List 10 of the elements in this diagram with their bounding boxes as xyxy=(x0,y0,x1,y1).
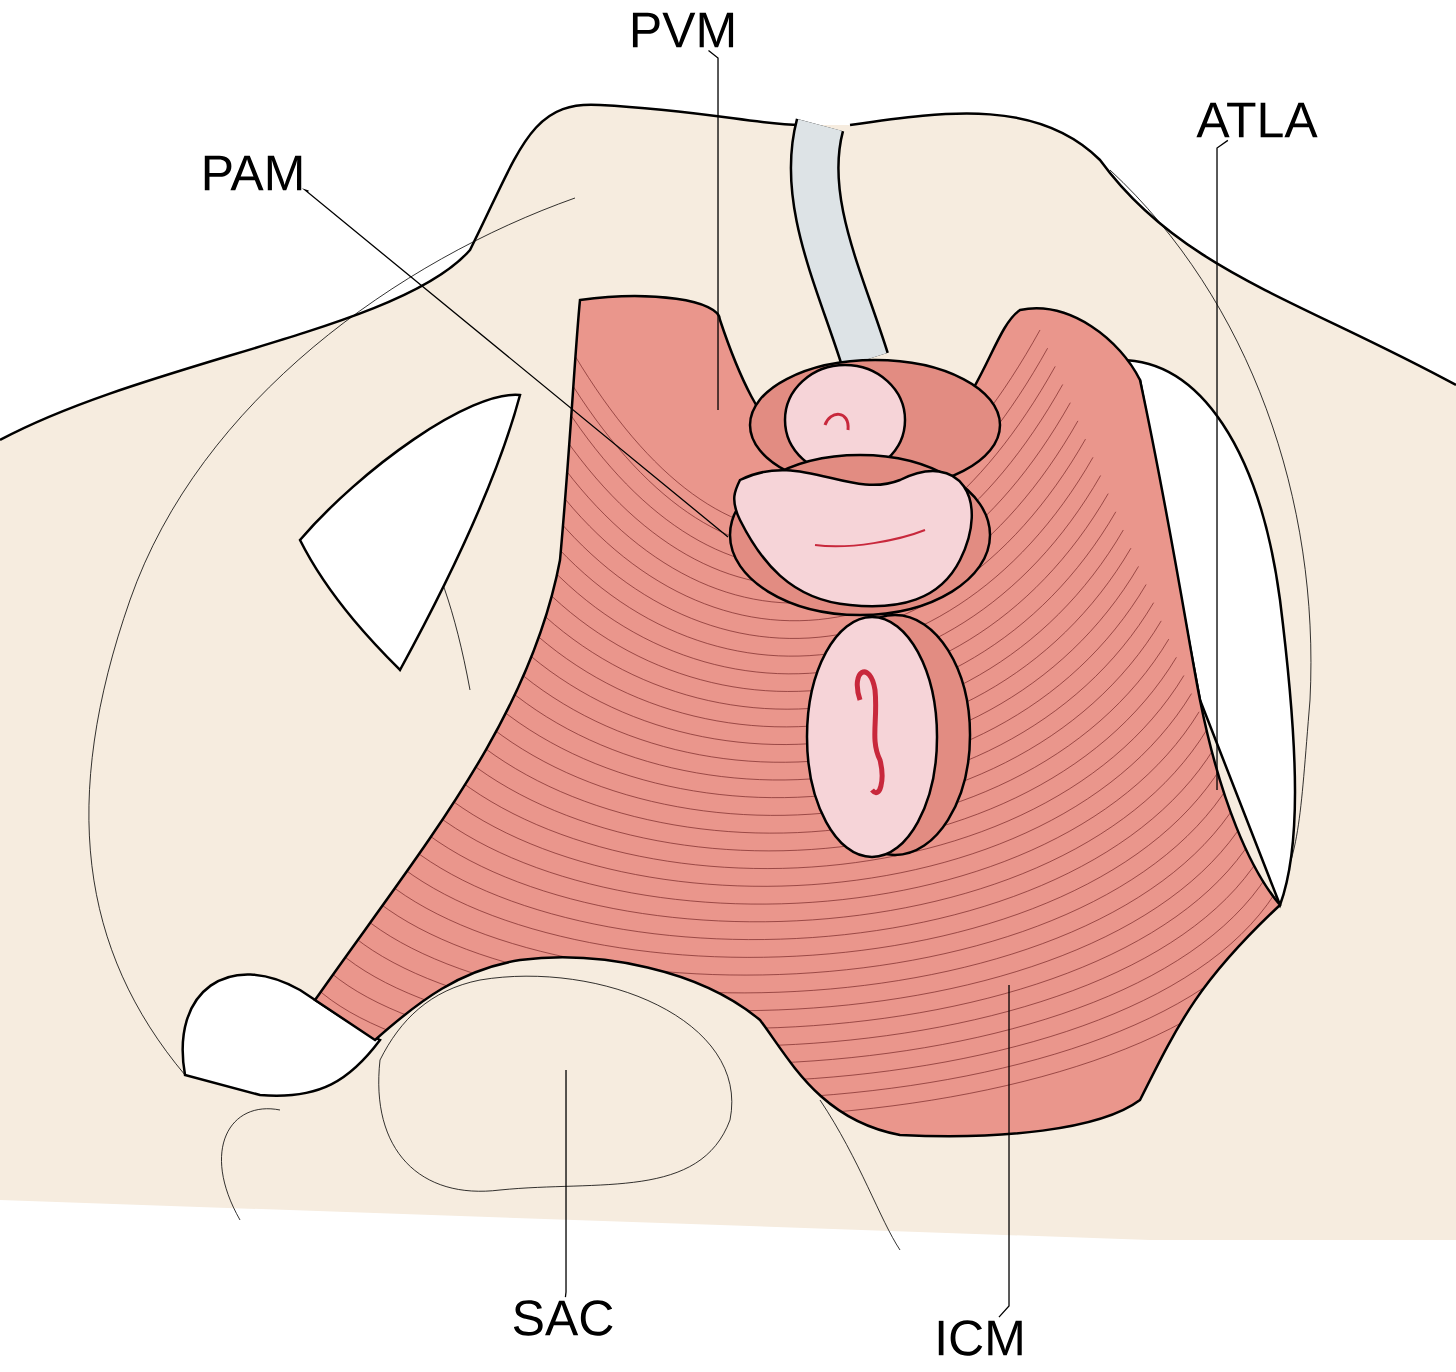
label: SAC xyxy=(513,1300,613,1336)
label: PVM xyxy=(632,12,734,48)
label: ATLA xyxy=(1196,102,1318,138)
leader-line xyxy=(707,49,719,411)
leader-line xyxy=(998,984,1010,1318)
leader-line xyxy=(564,1069,567,1298)
leader-line xyxy=(301,188,729,538)
label: PAM xyxy=(204,155,302,191)
leader-line xyxy=(1216,139,1229,791)
label: ICM xyxy=(938,1320,1022,1356)
